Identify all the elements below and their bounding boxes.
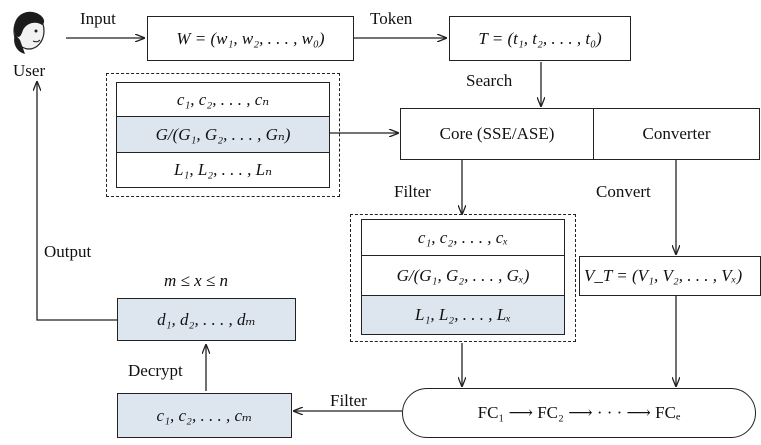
user-avatar-icon	[13, 11, 45, 54]
index-row-ciphertexts: c₁, c₂, . . . , cₙ	[117, 83, 329, 117]
edge-label-search: Search	[466, 71, 513, 90]
filtered-row-labels: L₁, L₂, . . . , Lₓ	[362, 296, 564, 334]
edge-label-filter-top: Filter	[394, 182, 431, 201]
edge-label-output: Output	[44, 242, 92, 261]
index-row-labels: L₁, L₂, . . . , Lₙ	[117, 153, 329, 187]
filtered-row-ciphertexts: c₁, c₂, . . . , cₓ	[362, 220, 564, 256]
condition-label: m ≤ x ≤ n	[164, 271, 228, 290]
edge-label-token: Token	[370, 9, 413, 28]
index-table: c₁, c₂, . . . , cₙ G/(G₁, G₂, . . . , Gₙ…	[116, 82, 330, 188]
filter-chain-pill: FC₁ ⟶ FC₂ ⟶ · · · ⟶ FCₑ	[402, 388, 756, 438]
token-set-box: T = (t₁, t₂, . . . , t₀)	[449, 16, 631, 61]
converter-box: Converter	[593, 108, 760, 160]
decrypted-result-box: d₁, d₂, . . . , dₘ	[117, 298, 296, 341]
index-group	[106, 73, 340, 197]
filtered-table: c₁, c₂, . . . , cₓ G/(G₁, G₂, . . . , Gₓ…	[361, 219, 565, 335]
filtered-group	[350, 214, 576, 342]
edge-label-filter-bottom: Filter	[330, 391, 367, 410]
user-label: User	[13, 61, 46, 80]
edge-label-convert: Convert	[596, 182, 651, 201]
core-box: Core (SSE/ASE)	[400, 108, 594, 160]
edge-label-input: Input	[80, 9, 116, 28]
keyword-set-box: W = (w₁, w₂, . . . , w₀)	[147, 16, 354, 61]
edge-label-decrypt: Decrypt	[128, 361, 183, 380]
filtered-row-groups: G/(G₁, G₂, . . . , Gₓ)	[362, 256, 564, 296]
arrow-output	[37, 82, 117, 321]
vector-set-box: V_T = (V₁, V₂, . . . , Vₓ)	[579, 256, 761, 296]
index-row-groups: G/(G₁, G₂, . . . , Gₙ)	[117, 117, 329, 153]
filtered-ciphertext-box: c₁, c₂, . . . , cₘ	[117, 393, 292, 438]
